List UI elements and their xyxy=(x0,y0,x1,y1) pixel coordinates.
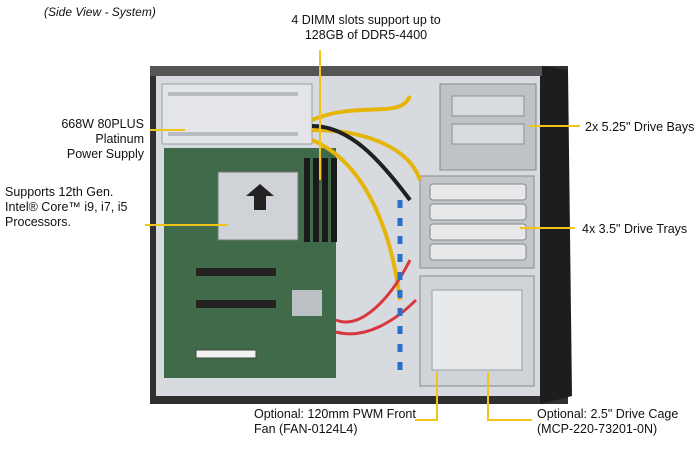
callout-drive-bays: 2x 5.25" Drive Bays xyxy=(585,120,695,134)
callout-psu: 668W 80PLUS Platinum Power Supply xyxy=(61,117,144,161)
sata-cables xyxy=(335,259,418,336)
dimm-slot xyxy=(331,158,337,242)
pcie-slot xyxy=(195,349,257,359)
callout-drive-cage: Optional: 2.5" Drive Cage (MCP-220-73201… xyxy=(537,407,679,436)
view-caption: (Side View - System) xyxy=(44,5,156,19)
callout-front-fan: Optional: 120mm PWM Front Fan (FAN-0124L… xyxy=(254,407,416,436)
leader-fan xyxy=(415,372,438,421)
pcie-slot xyxy=(196,300,276,308)
dimm-slot xyxy=(304,158,310,242)
chipset-heatsink xyxy=(292,290,322,316)
callout-drive-trays: 4x 3.5" Drive Trays xyxy=(582,222,688,236)
leader-cage xyxy=(487,372,532,421)
pcie-slot xyxy=(196,268,276,276)
front-bezel xyxy=(540,66,572,404)
dimm-slot xyxy=(313,158,319,242)
callout-cpu: Supports 12th Gen. Intel® Core™ i9, i7, … xyxy=(5,185,128,229)
top-rail xyxy=(150,66,542,76)
dimm-slot xyxy=(322,158,328,242)
callout-leaders xyxy=(145,50,580,421)
callout-dimm: 4 DIMM slots support up to 128GB of DDR5… xyxy=(291,13,441,42)
